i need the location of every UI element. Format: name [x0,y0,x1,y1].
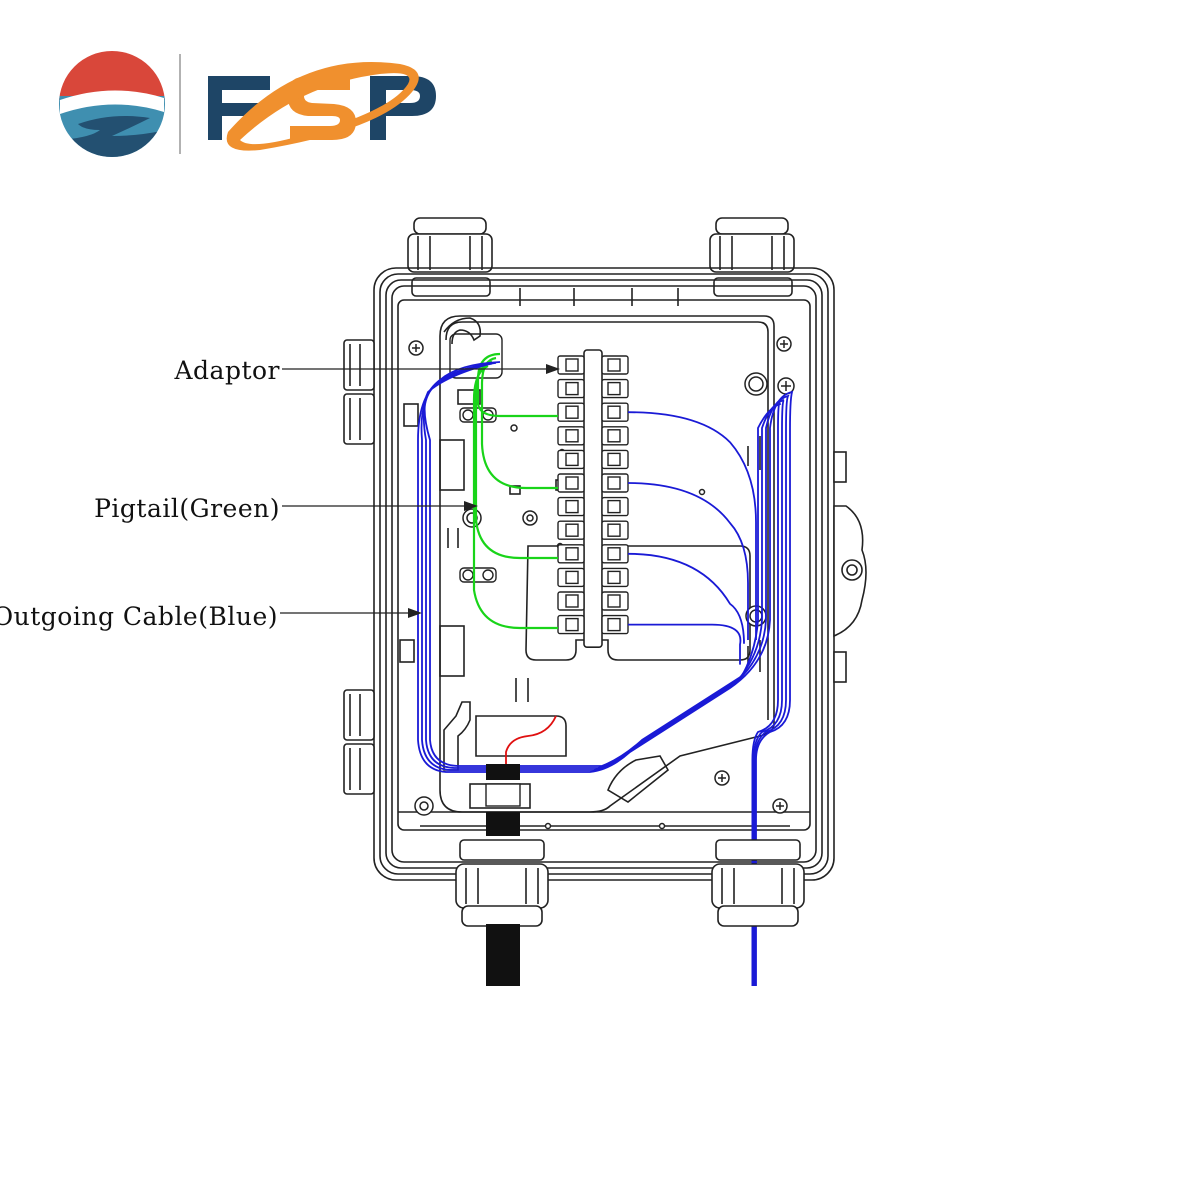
top-right-gland-icon [709,217,795,297]
pigtail-fiber-3 [474,360,558,560]
adaptor-port-8 [557,520,629,540]
adaptor-port-10 [557,567,629,588]
adaptor-port-1 [557,355,629,375]
adaptor-port-12 [557,614,629,635]
outgoing-cable-bundle [417,361,794,986]
pigtail-fiber-4 [472,364,558,630]
callout-outgoing-label: Outgoing Cable(Blue) [0,602,278,631]
fsp-logo [59,51,436,157]
trunk-cable [486,924,520,986]
adaptor-port-2 [557,378,629,399]
callouts: Adaptor Pigtail(Green) Outgoing Cable(Bl… [0,356,560,631]
outgoing-fiber-3 [627,552,745,644]
adaptor-port-6 [557,473,629,493]
bottom-left-gland-icon [455,839,549,927]
cable-loop-strand-2 [420,361,790,986]
latch-icon [833,451,867,683]
callout-outgoing-arrow-icon [408,608,422,618]
callout-pigtail-label: Pigtail(Green) [94,494,280,523]
logo-wordmark [208,61,436,151]
callout-adaptor-arrow-icon [546,364,560,374]
top-left-gland-icon [407,217,493,297]
callout-pigtail-arrow-icon [464,501,478,511]
adaptor-strip [557,349,629,649]
adaptor-port-11 [557,591,629,611]
pigtail-fibers [472,352,558,630]
drop-cable-entry [485,715,557,836]
logo-emblem-icon [59,51,165,157]
adaptor-port-5 [557,449,629,470]
adaptor-port-4 [557,426,629,446]
fiber-clip-icon [459,407,497,583]
left-hinges [343,339,375,795]
outgoing-fiber-1 [627,411,757,640]
adaptor-port-7 [557,496,629,517]
cable-loop-strand-4 [423,363,782,986]
adaptor-rail [583,349,603,649]
cable-loop-strand-1 [417,361,794,986]
outgoing-fiber-2 [627,482,749,640]
drop-fiber-red [505,715,557,768]
pigtail-fiber-1 [476,352,558,418]
callout-adaptor-label: Adaptor [173,356,280,385]
outgoing-fiber-4 [628,623,742,665]
bottom-right-gland-icon [711,839,805,927]
adaptor-port-9 [557,544,629,564]
